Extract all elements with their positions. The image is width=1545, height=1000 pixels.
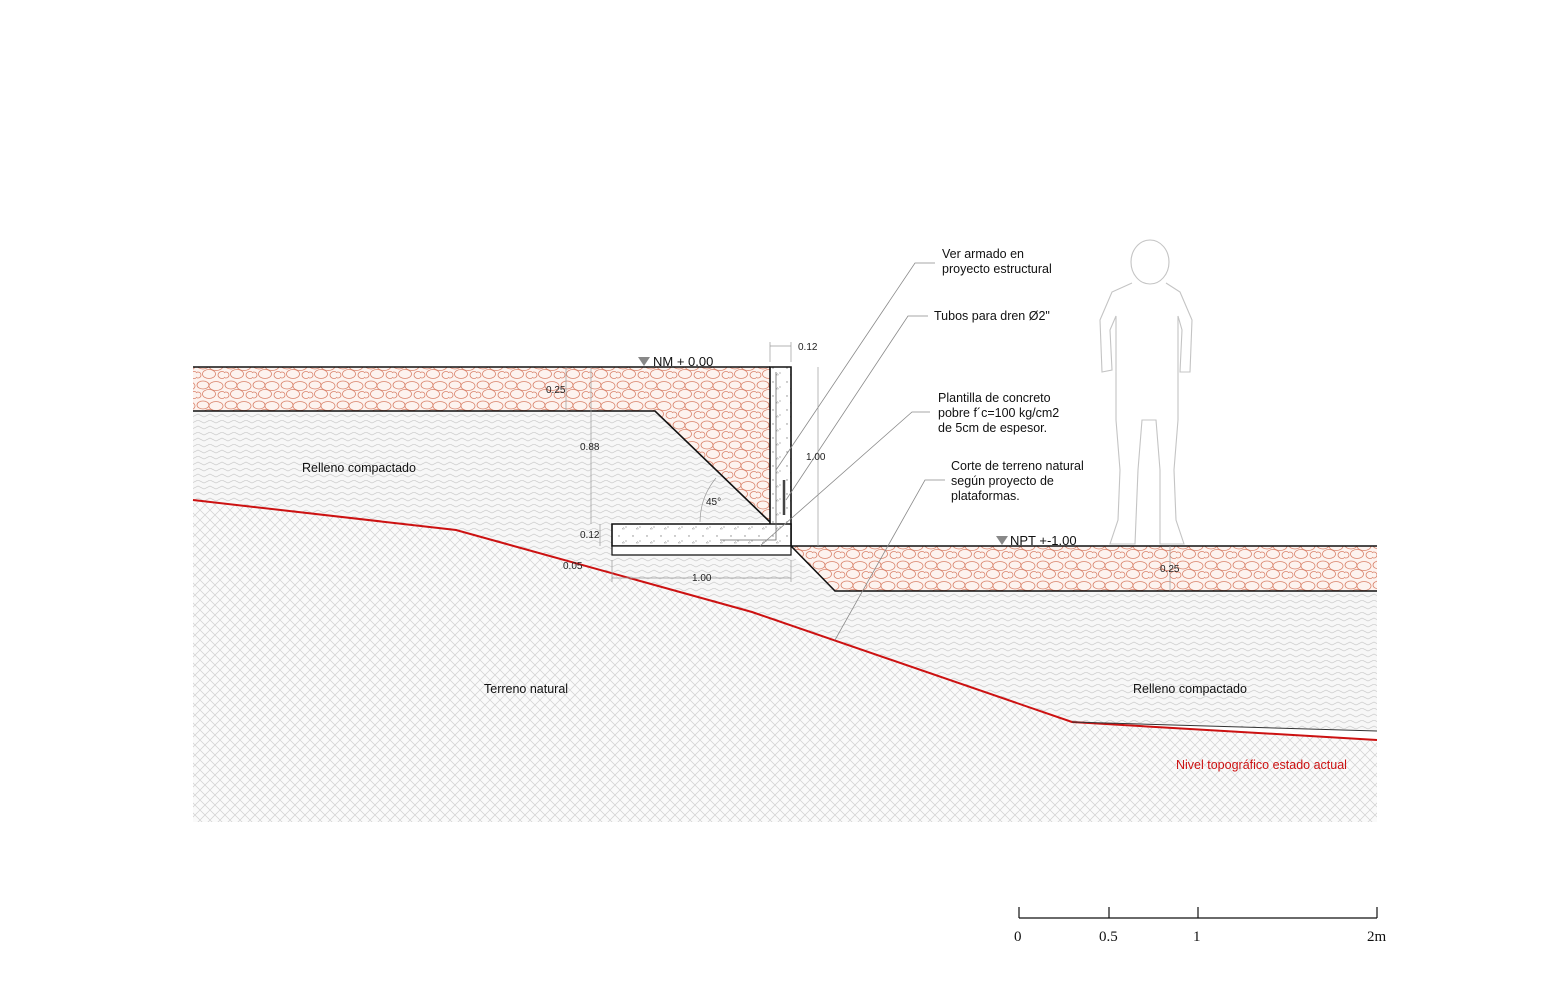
zone-fill-lower-label: Relleno compactado [1133, 682, 1247, 696]
dim-slab-label: 0.12 [580, 530, 600, 541]
lean-concrete-template [611, 545, 792, 556]
dim-footing-width [611, 560, 792, 582]
gravel-lower-outline [790, 545, 1377, 592]
dim-fill-depth-label: 0.88 [580, 442, 600, 453]
level-marker-lower-icon [996, 536, 1008, 545]
dim-template-label: 0.05 [563, 561, 583, 572]
topographic-line [192, 499, 1378, 741]
compacted-fill-lower-area [590, 555, 1377, 730]
dim-wall-thickness [769, 342, 792, 362]
person-scale-figure-icon [1099, 239, 1193, 545]
note-drain-pipes: Tubos para dren Ø2" [934, 309, 1050, 323]
scale-bar [1018, 907, 1378, 919]
dim-footing-width-label: 1.00 [692, 573, 712, 584]
compacted-fill-upper-area [193, 411, 770, 568]
leader-reinforcement [775, 262, 935, 471]
zone-fill-upper-label: Relleno compactado [302, 461, 416, 475]
dim-gravel-upper-label: 0.25 [546, 385, 566, 396]
gravel-layer-upper [193, 367, 770, 522]
level-marker-upper-icon [638, 357, 650, 366]
leader-terrain-cut [834, 479, 945, 641]
gravel-upper-outline [193, 366, 771, 523]
proposed-grade-line [1071, 721, 1378, 732]
scale-tick-0-5: 0.5 [1099, 929, 1118, 945]
note-terrain-cut-line3: plataformas. [951, 489, 1020, 503]
level-lower-label: NPT +-1.00 [1010, 533, 1077, 548]
note-terrain-cut-line1: Corte de terreno natural [951, 459, 1084, 473]
natural-ground-area [193, 500, 1377, 822]
leader-template [759, 411, 930, 547]
dim-wall-thickness-label: 0.12 [798, 342, 818, 353]
scale-tick-0: 0 [1014, 929, 1022, 945]
note-terrain-cut-line2: según proyecto de [951, 474, 1054, 488]
note-template-line2: pobre f´c=100 kg/cm2 [938, 406, 1059, 420]
note-reinforcement-line2: proyecto estructural [942, 262, 1052, 276]
angle-arc [699, 477, 717, 523]
dim-wall-height-label: 1.00 [806, 452, 826, 463]
wall-reinforcement [720, 372, 777, 541]
level-upper-label: NM + 0.00 [653, 354, 713, 369]
retaining-wall-stem [769, 366, 792, 547]
scale-tick-2m: 2m [1367, 929, 1387, 945]
dim-angle-label: 45° [706, 497, 721, 508]
dim-gravel-lower-label: 0.25 [1160, 564, 1180, 575]
leader-drain [785, 315, 928, 501]
topographic-level-label: Nivel topográfico estado actual [1176, 758, 1347, 772]
note-template-line3: de 5cm de espesor. [938, 421, 1047, 435]
scale-tick-1: 1 [1193, 929, 1201, 945]
note-template-line1: Plantilla de concreto [938, 391, 1051, 405]
gravel-layer-lower [791, 546, 1377, 591]
note-reinforcement-line1: Ver armado en [942, 247, 1024, 261]
zone-natural-ground-label: Terreno natural [484, 682, 568, 696]
